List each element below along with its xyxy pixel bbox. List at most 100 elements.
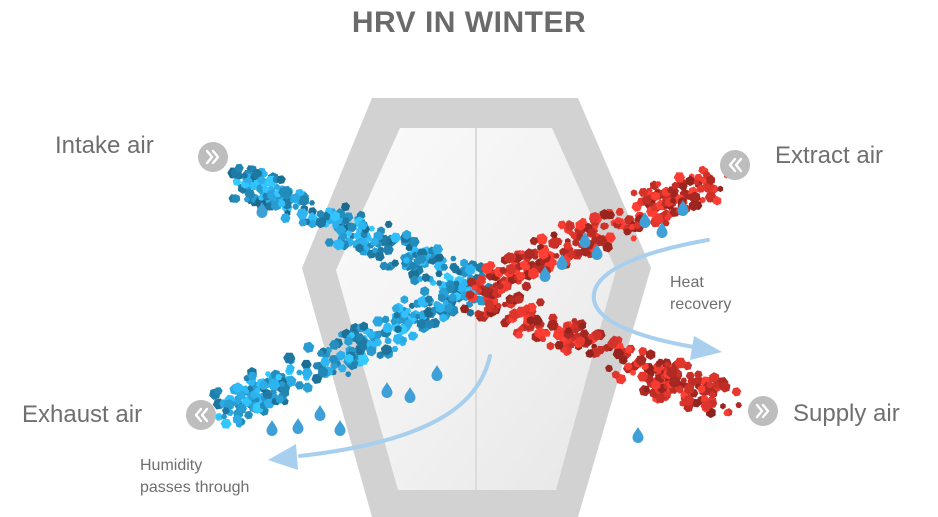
air-particle	[284, 375, 297, 388]
air-particle	[232, 414, 242, 425]
air-particle	[214, 387, 223, 395]
air-particle	[700, 394, 708, 403]
air-particle	[630, 235, 637, 242]
air-particle	[329, 340, 340, 350]
air-particle	[359, 321, 369, 332]
air-particle	[653, 213, 664, 224]
air-particle	[275, 373, 283, 381]
air-particle	[402, 229, 412, 240]
air-particle	[684, 383, 695, 395]
air-particle	[262, 171, 268, 178]
air-particle	[548, 313, 558, 323]
air-particle	[651, 380, 661, 391]
air-particle	[309, 212, 315, 219]
air-particle	[400, 336, 407, 344]
heat-recovery-line-2: recovery	[670, 296, 732, 313]
air-particle	[517, 325, 525, 333]
air-particle	[309, 200, 315, 206]
air-particle	[366, 345, 377, 357]
air-particle	[563, 241, 572, 250]
air-particle	[403, 256, 410, 264]
air-particle	[497, 287, 505, 295]
air-particle	[699, 196, 706, 204]
air-particle	[278, 380, 286, 388]
air-particle	[294, 381, 305, 390]
air-particle	[689, 191, 700, 203]
air-particle	[552, 237, 561, 247]
air-particle	[706, 381, 714, 389]
air-particle	[273, 183, 281, 190]
air-particle	[651, 191, 661, 201]
air-particle	[709, 372, 720, 384]
air-particle	[476, 275, 487, 284]
air-particle	[550, 231, 558, 239]
air-particle	[254, 387, 261, 394]
air-particle	[509, 296, 516, 303]
air-particle	[604, 232, 616, 243]
air-particle	[588, 211, 600, 224]
air-particle	[248, 379, 255, 387]
air-particle	[579, 322, 586, 330]
air-particle	[515, 331, 524, 339]
air-particle	[296, 208, 309, 220]
air-particle	[600, 222, 608, 231]
air-particle	[662, 220, 670, 227]
air-particle	[618, 355, 628, 365]
air-particle	[405, 244, 413, 252]
air-particle	[688, 200, 699, 212]
air-particle	[257, 176, 266, 185]
air-particle	[316, 350, 325, 357]
air-particle	[713, 381, 720, 389]
air-particle	[355, 243, 364, 253]
air-particle	[623, 228, 631, 236]
air-particle	[268, 379, 281, 391]
air-particle	[575, 249, 582, 257]
air-particle	[674, 357, 687, 369]
air-particle	[523, 304, 530, 312]
air-particle	[316, 209, 325, 219]
air-particle	[701, 400, 712, 411]
air-particle	[408, 236, 420, 247]
air-particle	[546, 319, 559, 331]
air-particle	[345, 230, 353, 237]
heat-recovery-line-1: Heat	[670, 274, 704, 291]
air-particle	[531, 315, 543, 326]
air-particle	[694, 370, 703, 379]
air-particle	[466, 277, 477, 287]
air-particle	[693, 179, 700, 186]
air-particle	[655, 181, 662, 187]
air-particle	[450, 255, 457, 262]
humidity-note: Humidity passes through	[140, 455, 249, 499]
air-particle	[464, 264, 476, 276]
air-particle	[405, 308, 412, 314]
air-particle	[565, 220, 575, 231]
air-particle	[668, 376, 681, 388]
air-particle	[543, 329, 551, 337]
air-particle	[528, 267, 539, 280]
air-particle	[679, 182, 688, 191]
air-particle	[735, 401, 742, 409]
air-particle	[416, 254, 427, 264]
air-particle	[237, 392, 246, 400]
air-particle	[645, 349, 656, 360]
air-particle	[638, 346, 648, 356]
air-particle	[501, 301, 508, 308]
exhaust-chevron-icon	[186, 400, 216, 430]
air-particle	[275, 395, 285, 404]
air-particle	[345, 371, 352, 378]
air-particle	[719, 381, 731, 393]
air-particle	[516, 306, 526, 315]
humidity-line-2: passes through	[140, 479, 250, 496]
air-particle	[232, 177, 242, 186]
air-particle	[382, 322, 393, 334]
air-particle	[336, 350, 346, 361]
air-particle	[381, 315, 390, 324]
air-particle	[403, 319, 413, 328]
air-particle	[340, 202, 351, 212]
air-particle	[717, 185, 724, 193]
air-particle	[445, 284, 456, 293]
air-particle	[442, 299, 449, 306]
air-particle	[302, 341, 315, 353]
